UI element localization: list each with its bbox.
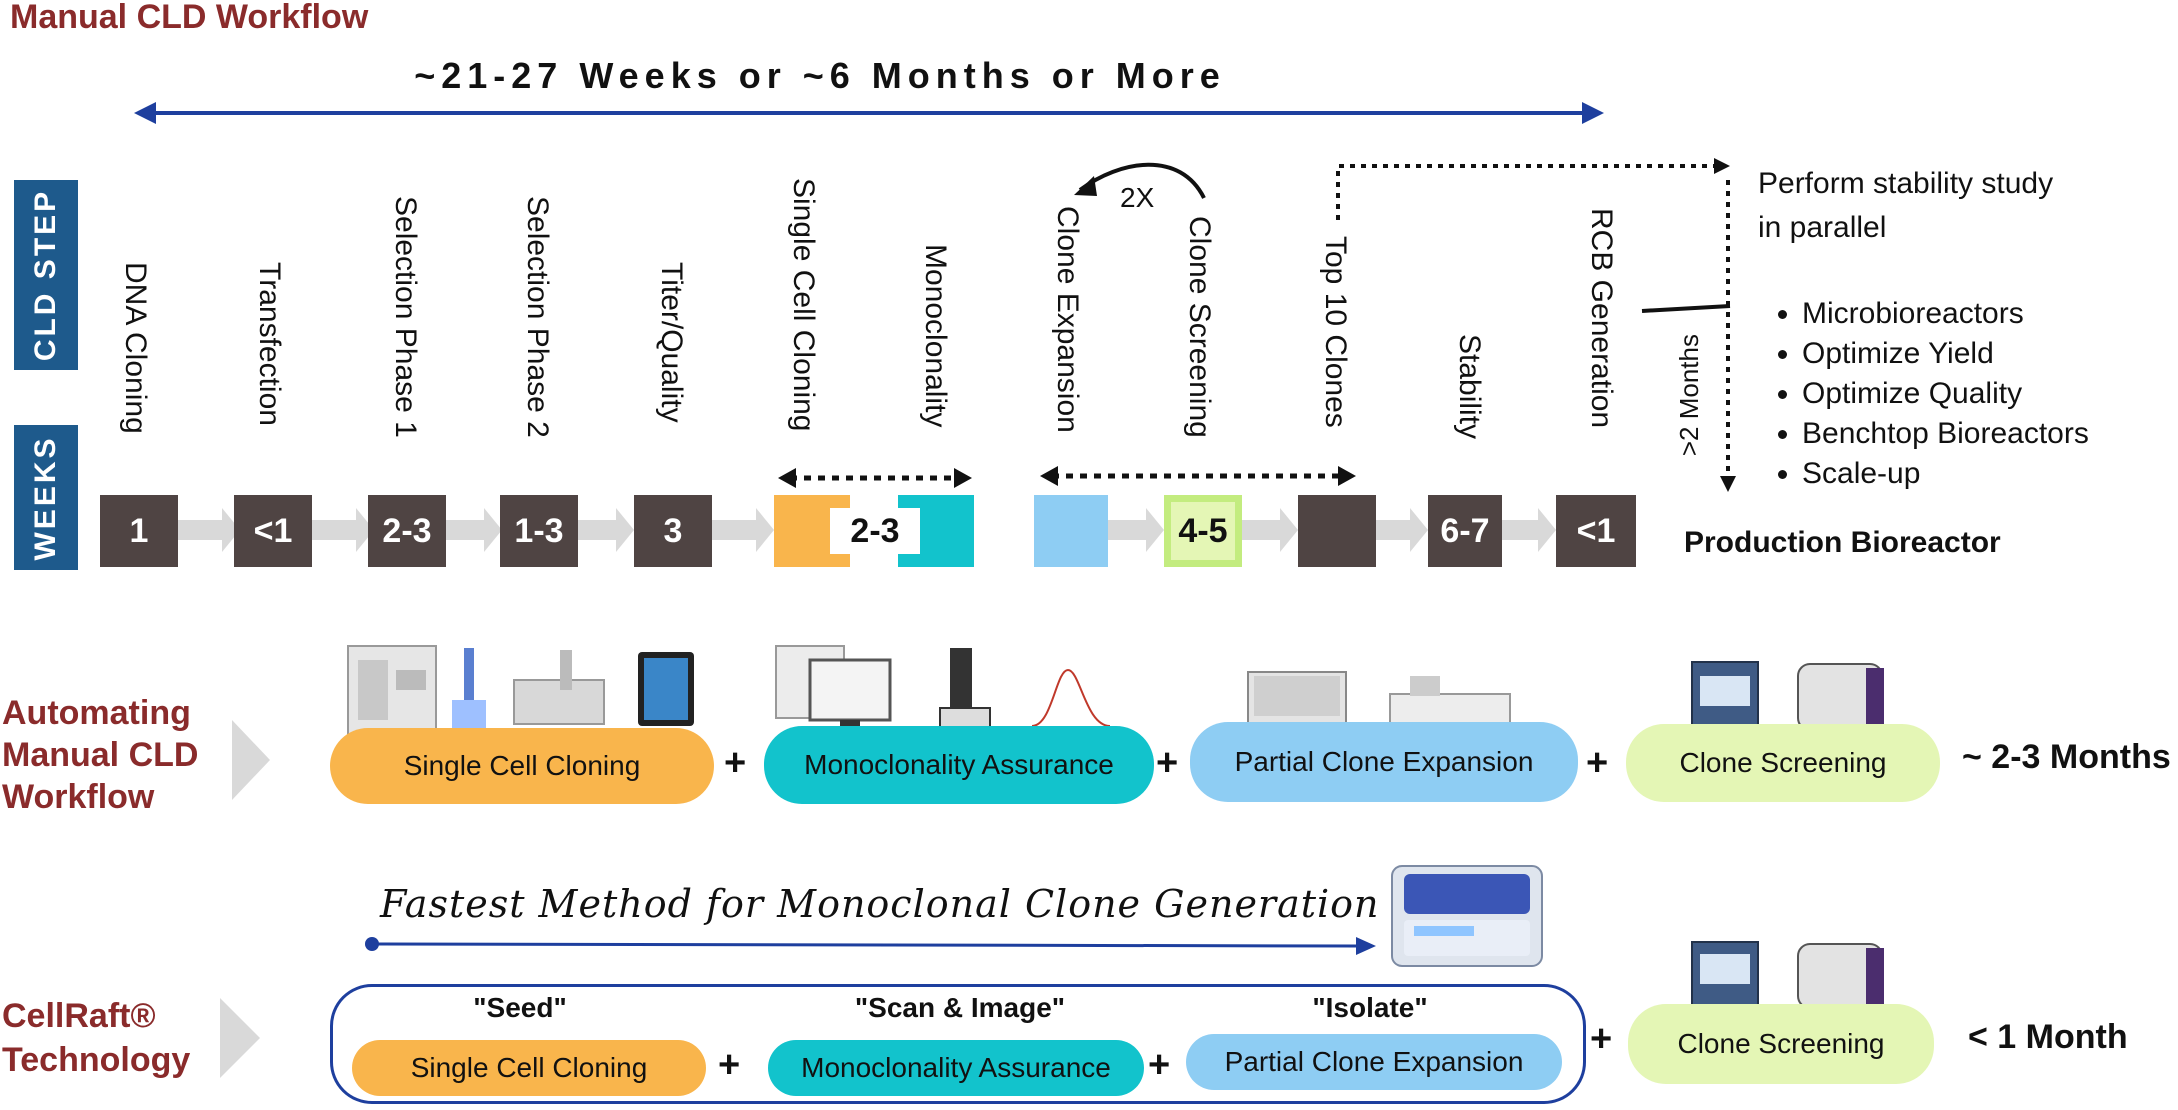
automating-title-line: Manual CLD (2, 736, 199, 774)
plus-sign: + (718, 1044, 741, 1086)
cellraft-instrument-icon (1391, 865, 1543, 967)
analyzer-icon (1797, 663, 1884, 731)
weeks-box-rcb-generation: <1 (1556, 495, 1636, 567)
bullet-item: Optimize Yield (1802, 334, 2089, 374)
total-duration-label: ~21-27 Weeks or ~6 Months or More (414, 55, 1226, 96)
analyzer-icon (1797, 943, 1884, 1009)
weeks-box-transfection: <1 (234, 495, 312, 567)
step-label-rcb-generation: RCB Generation (1585, 208, 1618, 429)
plus-sign: + (1590, 1018, 1613, 1060)
bullet-item: Optimize Quality (1802, 374, 2089, 414)
step-label-clone-expansion: Clone Expansion (1051, 206, 1084, 433)
seed-label: "Seed" (473, 992, 567, 1023)
weeks-box-clone-expansion (1034, 495, 1108, 567)
cr-partial-expansion-pill: Partial Clone Expansion (1186, 1034, 1562, 1090)
isolate-label: "Isolate" (1312, 992, 1428, 1023)
cr-single-cell-cloning-pill: Single Cell Cloning (352, 1040, 706, 1096)
cellraft-title-line: CellRaft® (2, 997, 156, 1035)
weeks-shared-scc-monoclonality: 2-3 (830, 508, 920, 554)
scan-image-label: "Scan & Image" (854, 992, 1066, 1023)
weeks-box-titer-quality: 3 (634, 495, 712, 567)
plus-sign: + (1156, 742, 1179, 784)
step-label-transfection: Transfection (253, 262, 286, 426)
plus-sign: + (1586, 742, 1609, 784)
weeks-box-selection-2: 1-3 (500, 495, 578, 567)
automating-title: Automating Manual CLD Workflow (2, 692, 198, 818)
step-label-top-10-clones: Top 10 Clones (1319, 236, 1352, 428)
cr-monoclonality-pill: Monoclonality Assurance (768, 1040, 1144, 1096)
stability-bullet-list: Microbioreactors Optimize Yield Optimize… (1768, 294, 2089, 494)
production-bioreactor-label: Production Bioreactor (1684, 526, 2001, 559)
pipette-icon (452, 648, 486, 730)
bullet-item: Benchtop Bioreactors (1802, 414, 2089, 454)
stability-study-note: Perform stability study in parallel (1758, 167, 2054, 244)
auto-single-cell-cloning-pill: Single Cell Cloning (330, 728, 714, 804)
well-plate-icon (638, 652, 694, 726)
peak-curve-icon (1031, 668, 1111, 727)
cellraft-title-line: Technology (2, 1041, 191, 1079)
repeat-2x-label: 2X (1120, 182, 1155, 213)
weeks-box-clone-screening: 4-5 (1164, 495, 1242, 567)
cellraft-title: CellRaft® Technology (2, 994, 190, 1082)
liquid-handler-icon (347, 645, 437, 737)
screening-instrument-icon (1691, 941, 1759, 1011)
imager-icon (775, 645, 892, 732)
automating-title-line: Workflow (2, 778, 155, 816)
weeks-box-stability: 6-7 (1428, 495, 1502, 567)
step-label-single-cell-cloning: Single Cell Cloning (787, 178, 820, 432)
step-label-selection-2: Selection Phase 2 (521, 196, 554, 438)
bullet-item: Microbioreactors (1802, 294, 2089, 334)
step-label-titer-quality: Titer/Quality (655, 262, 688, 423)
robot-arm-icon (513, 650, 605, 725)
automating-duration: ~ 2-3 Months (1962, 738, 2171, 776)
step-label-dna-cloning: DNA Cloning (119, 262, 152, 434)
manual-workflow-title: Manual CLD Workflow (10, 0, 369, 36)
cellraft-duration: < 1 Month (1968, 1018, 2128, 1056)
auto-partial-expansion-pill: Partial Clone Expansion (1190, 722, 1578, 802)
step-label-stability: Stability (1453, 334, 1486, 440)
automating-title-line: Automating (2, 694, 191, 732)
step-label-clone-screening: Clone Screening (1183, 216, 1216, 438)
weeks-box-top-10-clones (1298, 495, 1376, 567)
screening-instrument-icon (1691, 661, 1759, 733)
auto-clone-screening-pill: Clone Screening (1626, 724, 1940, 802)
auto-monoclonality-pill: Monoclonality Assurance (764, 726, 1154, 804)
weeks-box-dna-cloning: 1 (100, 495, 178, 567)
cellraft-tagline: Fastest Method for Monoclonal Clone Gene… (380, 882, 1380, 926)
plus-sign: + (1148, 1044, 1171, 1086)
microscope-icon (939, 648, 991, 729)
automation-track-icon (1389, 676, 1511, 725)
cr-clone-screening-pill: Clone Screening (1628, 1004, 1934, 1084)
bullet-item: Scale-up (1802, 454, 2089, 494)
plus-sign: + (724, 742, 747, 784)
cld-step-tab: CLD STEP (14, 180, 78, 370)
weeks-tab: WEEKS (14, 425, 78, 570)
step-label-monoclonality: Monoclonality (919, 244, 952, 428)
weeks-box-selection-1: 2-3 (368, 495, 446, 567)
step-label-selection-1: Selection Phase 1 (389, 196, 422, 438)
cellraft-workflow-container (330, 984, 1586, 1104)
